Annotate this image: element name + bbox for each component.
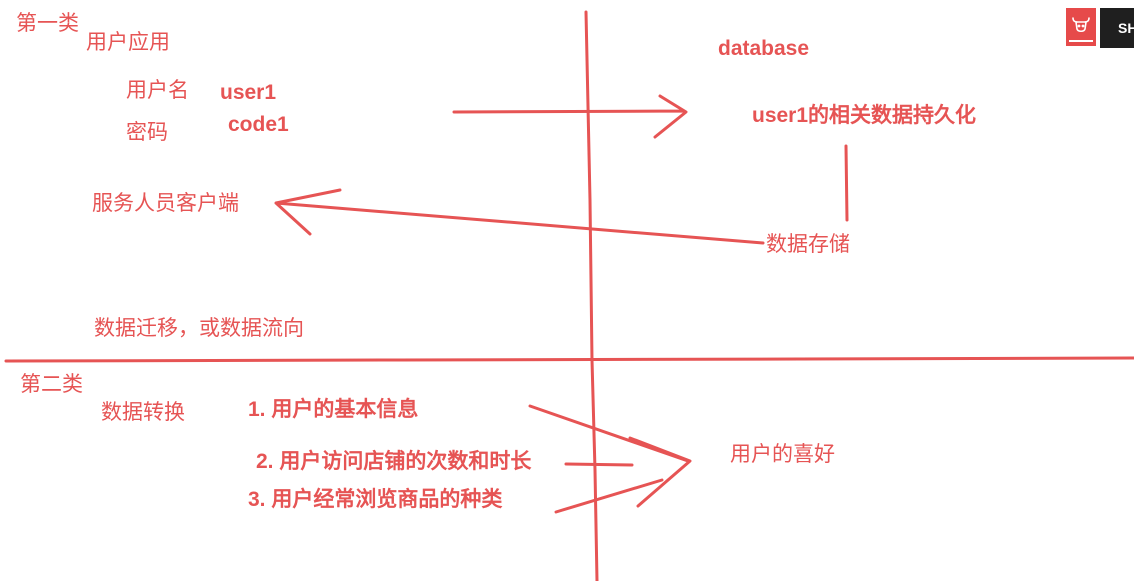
arrow-item2-to-preference [564,462,634,467]
client-label: 服务人员客户端 [92,191,239,215]
share-button[interactable]: SH [1100,8,1134,48]
migration-label: 数据迁移，或数据流向 [94,316,304,340]
password-label: 密码 [126,120,168,144]
item-browse-category: 3. 用户经常浏览商品的种类 [248,488,503,511]
section-two-title: 第二类 [20,372,83,396]
database-label: database [718,37,810,60]
arrow-to-database [452,94,688,139]
section-one-title: 第一类 [16,11,79,35]
arrow-item1-to-preference [528,404,690,463]
username-label: 用户名 [126,78,189,102]
item-basic-info: 1. 用户的基本信息 [248,398,419,421]
username-value: user1 [220,81,277,104]
item-visit-count: 2. 用户访问店铺的次数和时长 [256,450,532,473]
persist-to-storage-line [844,144,849,222]
horizontal-divider-line [4,356,1134,363]
transform-label: 数据转换 [101,400,185,424]
password-value: code1 [228,113,289,136]
user-app-label: 用户应用 [86,30,170,54]
cow-icon [1072,17,1090,33]
arrow-item3-to-preference [554,478,664,514]
preference-label: 用户的喜好 [730,442,835,466]
persist-label: user1的相关数据持久化 [752,104,977,127]
app-badge[interactable] [1066,8,1096,46]
vertical-divider-line [584,10,599,581]
storage-label: 数据存储 [766,232,850,256]
arrow-head-preference [628,436,692,508]
badge-underline [1069,40,1093,42]
arrow-to-client [274,188,765,245]
